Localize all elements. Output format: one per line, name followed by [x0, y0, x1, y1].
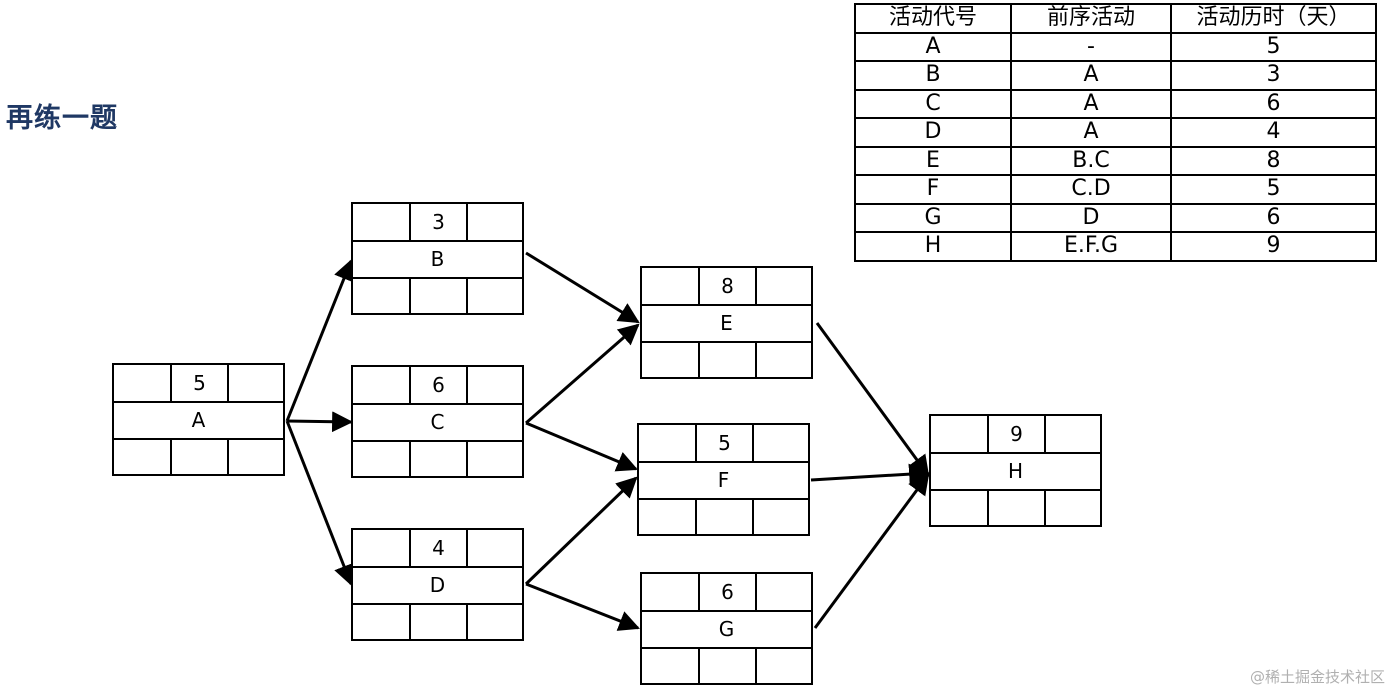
node-cell: [698, 342, 754, 377]
node-cell: [465, 530, 522, 567]
arrow-a-to-c: [286, 411, 354, 433]
cell-predecessor: A: [1010, 60, 1172, 91]
node-cell: [754, 648, 811, 683]
cell-predecessor: B.C: [1010, 145, 1172, 176]
node-cell: [639, 500, 695, 534]
node-cell: [170, 439, 226, 474]
arrow-d-to-f: [524, 476, 638, 586]
node-duration: 5: [170, 365, 226, 402]
node-cell: [226, 365, 283, 402]
node-duration: 6: [698, 574, 754, 611]
node-name: A: [114, 401, 283, 437]
node-name: F: [639, 461, 808, 497]
node-d: 4 D: [351, 528, 524, 641]
node-cell: [639, 425, 695, 461]
node-a: 5 A: [112, 363, 285, 476]
cell-duration: 9: [1170, 231, 1377, 262]
arrow-a-to-b: [285, 259, 354, 422]
arrow-c-to-f: [525, 421, 638, 472]
cell-code: A: [854, 31, 1012, 62]
node-cell: [642, 649, 698, 683]
node-duration: 3: [409, 204, 465, 241]
arrow-g-to-h: [813, 473, 930, 629]
node-cell: [353, 605, 409, 639]
cell-code: D: [854, 117, 1012, 148]
node-cell: [931, 491, 987, 525]
node-cell: [751, 499, 808, 534]
header-activity-code: 活动代号: [854, 3, 1012, 34]
cell-predecessor: -: [1010, 31, 1172, 62]
node-name: E: [642, 304, 811, 340]
node-cell: [695, 499, 751, 534]
node-cell: [1043, 490, 1100, 525]
node-duration: 8: [698, 268, 754, 305]
node-cell: [642, 574, 698, 610]
arrow-c-to-e: [525, 323, 640, 425]
node-cell: [409, 278, 465, 313]
node-cell: [409, 441, 465, 476]
node-cell: [353, 204, 409, 240]
node-cell: [465, 204, 522, 241]
node-name: D: [353, 566, 522, 602]
node-e: 8 E: [640, 266, 813, 379]
cell-predecessor: C.D: [1010, 174, 1172, 205]
node-cell: [751, 425, 808, 462]
cell-code: H: [854, 231, 1012, 262]
arrow-f-to-h: [810, 463, 931, 485]
node-cell: [353, 530, 409, 566]
node-name: G: [642, 610, 811, 646]
node-cell: [987, 490, 1043, 525]
node-name: H: [931, 452, 1100, 488]
watermark: @稀土掘金技术社区: [1249, 668, 1385, 686]
cell-predecessor: E.F.G: [1010, 231, 1172, 262]
node-cell: [698, 648, 754, 683]
page-title: 再练一题: [6, 103, 118, 134]
node-cell: [465, 367, 522, 404]
node-cell: [1043, 416, 1100, 453]
node-cell: [754, 342, 811, 377]
node-cell: [465, 604, 522, 639]
node-cell: [754, 268, 811, 305]
cell-duration: 8: [1170, 145, 1377, 176]
node-cell: [642, 343, 698, 377]
node-g: 6 G: [640, 572, 813, 685]
arrow-b-to-e: [525, 251, 640, 324]
arrow-e-to-h: [815, 322, 930, 477]
header-duration: 活动历时（天）: [1170, 3, 1377, 34]
node-duration: 9: [987, 416, 1043, 453]
node-cell: [754, 574, 811, 611]
node-cell: [114, 440, 170, 474]
node-h: 9 H: [929, 414, 1102, 527]
arrow-d-to-g: [525, 582, 640, 631]
node-cell: [226, 439, 283, 474]
node-cell: [353, 442, 409, 476]
cell-predecessor: A: [1010, 117, 1172, 148]
node-cell: [465, 278, 522, 313]
node-b: 3 B: [351, 202, 524, 315]
node-c: 6 C: [351, 365, 524, 478]
node-cell: [409, 604, 465, 639]
node-cell: [353, 279, 409, 313]
node-name: B: [353, 240, 522, 276]
node-cell: [353, 367, 409, 403]
cell-code: B: [854, 60, 1012, 91]
node-cell: [114, 365, 170, 401]
cell-code: G: [854, 202, 1012, 233]
node-f: 5 F: [637, 423, 810, 536]
node-name: C: [353, 403, 522, 439]
node-duration: 4: [409, 530, 465, 567]
node-cell: [931, 416, 987, 452]
node-duration: 6: [409, 367, 465, 404]
node-duration: 5: [695, 425, 751, 462]
node-cell: [465, 441, 522, 476]
node-cell: [642, 268, 698, 304]
arrow-a-to-d: [285, 420, 354, 586]
